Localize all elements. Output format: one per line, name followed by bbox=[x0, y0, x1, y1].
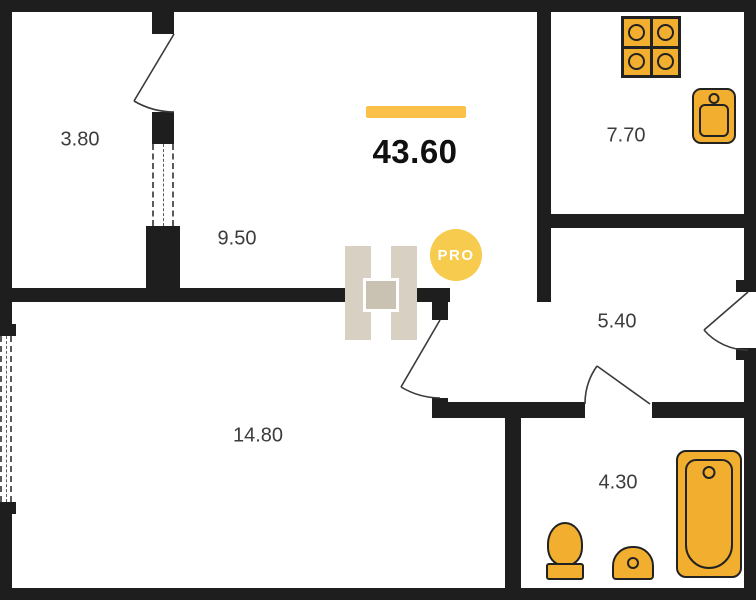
balcony-door-leaf bbox=[133, 33, 175, 102]
pro-badge-label: PRO bbox=[437, 246, 475, 264]
room-label-balcony: 3.80 bbox=[60, 128, 100, 151]
door-cap bbox=[736, 348, 756, 360]
stove-burner bbox=[624, 19, 650, 46]
room-label-bathroom: 4.30 bbox=[598, 471, 638, 494]
window-cap bbox=[0, 502, 16, 514]
stove-icon bbox=[621, 16, 681, 78]
wall-balcony-divider-top bbox=[152, 12, 174, 34]
entry-door-leaf bbox=[703, 291, 749, 331]
toilet-icon bbox=[546, 522, 584, 580]
wall-top bbox=[0, 0, 756, 12]
window-balcony bbox=[152, 144, 174, 226]
living-room-door-arc bbox=[400, 386, 441, 399]
wall-balcony-divider-mid bbox=[152, 112, 174, 144]
room-label-living-room: 14.80 bbox=[232, 424, 284, 447]
toilet-bowl bbox=[547, 522, 583, 566]
entry-door-arc bbox=[703, 329, 749, 351]
wall-room-bottom bbox=[0, 288, 450, 302]
bathroom-door-leaf bbox=[596, 365, 651, 405]
balcony-door-arc bbox=[133, 100, 175, 113]
toilet-tank bbox=[546, 563, 584, 580]
door-cap bbox=[736, 280, 756, 292]
wall-center-upper bbox=[432, 288, 448, 320]
stove-burner bbox=[624, 48, 650, 75]
room-label-room: 9.50 bbox=[217, 227, 257, 250]
bathtub-icon bbox=[676, 450, 742, 578]
wall-kitchen-left bbox=[537, 12, 551, 302]
total-area-underline bbox=[366, 106, 466, 118]
total-area-label: 43.60 bbox=[372, 133, 458, 170]
bathroom-door-arc bbox=[584, 365, 598, 405]
stove-burner bbox=[652, 48, 678, 75]
washbasin-icon bbox=[612, 546, 654, 580]
wall-bathroom-left bbox=[505, 402, 521, 588]
wall-bottom bbox=[0, 588, 756, 600]
window-living-room bbox=[0, 336, 12, 502]
pro-badge: PRO bbox=[430, 229, 482, 281]
kitchen-sink-icon bbox=[692, 88, 736, 144]
wall-bathroom-top-right bbox=[652, 402, 756, 418]
h-logo-watermark-center bbox=[363, 278, 399, 312]
room-label-hallway: 5.40 bbox=[597, 310, 637, 333]
window-cap bbox=[0, 324, 16, 336]
entry-door-opening bbox=[744, 292, 756, 348]
wall-kitchen-bottom bbox=[537, 214, 756, 228]
room-label-kitchen: 7.70 bbox=[606, 124, 646, 147]
stove-burner bbox=[652, 19, 678, 46]
